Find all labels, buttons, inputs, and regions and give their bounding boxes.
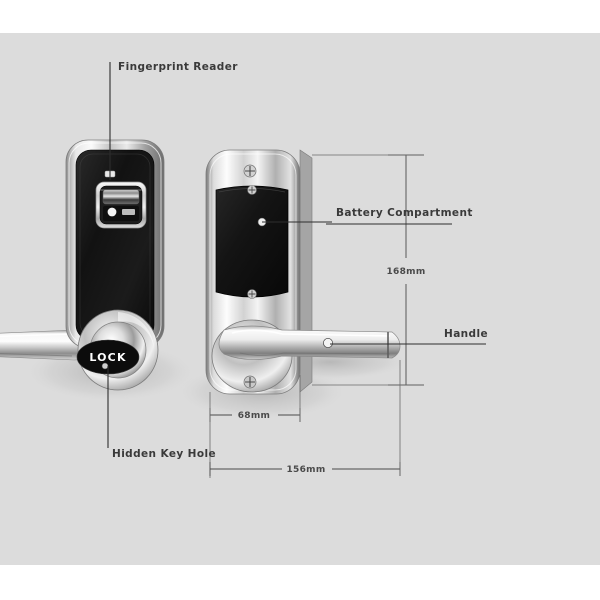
interior-handle-shade (239, 352, 391, 356)
dimension-annotations: 168mm 68mm (209, 154, 425, 478)
handle-detail-dot (322, 337, 333, 348)
callout-fingerprint-label: Fingerprint Reader (118, 61, 238, 73)
callout-handle-label: Handle (444, 328, 488, 340)
dimension-height-168: 168mm (312, 154, 425, 386)
battery-cover-plate (215, 185, 289, 298)
screw-bottom (243, 375, 257, 389)
callout-handle: Handle (330, 328, 488, 345)
exterior-handle-shade (0, 353, 73, 357)
dim168-text: 168mm (386, 267, 425, 277)
callout-battery-compartment: Battery Compartment (262, 207, 473, 225)
fingerprint-reader-module[interactable] (95, 181, 147, 229)
callout-keyhole-label: Hidden Key Hole (112, 448, 216, 460)
exterior-escutcheon[interactable]: LOCK (0, 139, 165, 391)
fingerprint-sensor-window[interactable] (102, 189, 140, 205)
knob-rosette-swirl (118, 312, 154, 362)
battery-compartment-cover[interactable] (215, 185, 289, 299)
interior-escutcheon[interactable] (205, 149, 401, 395)
interior-handle-highlight (231, 329, 391, 337)
dimension-width-68: 68mm (209, 375, 301, 478)
knob-brand-text: LOCK (89, 351, 126, 364)
interior-handle-bar (218, 325, 401, 360)
interior-handle[interactable] (218, 325, 401, 360)
callout-fingerprint-reader: Fingerprint Reader (109, 61, 238, 180)
callout-annotations: Fingerprint Reader Battery Compartment H… (107, 61, 488, 460)
sensor-contact-strip (122, 209, 135, 215)
sensor-contact-dot (107, 207, 117, 217)
screw-top (243, 164, 257, 178)
callout-hidden-key-hole: Hidden Key Hole (107, 366, 216, 460)
dim156-text: 156mm (286, 465, 325, 475)
hidden-key-hole-icon[interactable] (101, 362, 109, 370)
callout-battery-label: Battery Compartment (336, 207, 473, 219)
dimension-width-156: 156mm (209, 360, 401, 476)
exterior-lock-knob[interactable]: LOCK (76, 309, 159, 391)
dim68-text: 68mm (238, 411, 270, 421)
